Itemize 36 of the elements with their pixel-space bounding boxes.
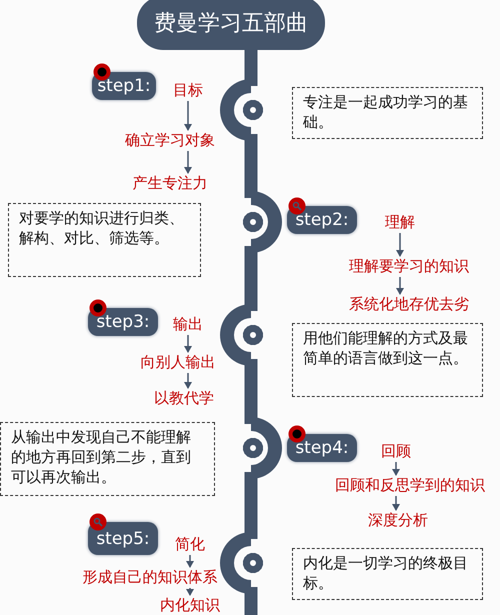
arrow	[396, 277, 404, 295]
arrow	[392, 462, 400, 476]
arrow	[186, 588, 194, 596]
step-label: step1:	[92, 72, 156, 100]
step-text: 简化	[175, 535, 205, 554]
step-text: 回顾	[381, 442, 411, 461]
arrow	[184, 373, 192, 389]
arrow	[186, 555, 194, 568]
note-box: 用他们能理解的方式及最简单的语言做到这一点。	[292, 323, 483, 397]
arrow	[184, 101, 192, 131]
step-text: 确立学习对象	[125, 131, 215, 150]
note-box: 内化是一切学习的终极目标。	[292, 548, 483, 600]
note-box: 从输出中发现自己不能理解的地方再回到第二步，直到可以再次输出。	[0, 422, 215, 496]
arrow	[396, 233, 404, 257]
note-box: 专注是一起成功学习的基础。	[292, 87, 483, 139]
step-text: 回顾和反思学到的知识	[335, 476, 485, 495]
step-text: 输出	[173, 315, 203, 334]
step-label: step4:	[287, 434, 357, 462]
step-label: step3:	[88, 308, 158, 336]
step-text: 以教代学	[154, 389, 214, 408]
step-text: 理解	[385, 213, 415, 232]
step-label: step2:	[287, 206, 357, 234]
step-text: 内化知识	[160, 596, 220, 615]
arrow	[392, 496, 400, 511]
step-text: 系统化地存优去劣	[349, 295, 469, 314]
step-label: step5:	[88, 522, 158, 555]
note-box: 对要学的知识进行归类、解构、对比、筛选等。	[8, 203, 201, 277]
arrow	[184, 151, 192, 174]
title-banner: 费曼学习五部曲	[137, 0, 325, 50]
step-text: 目标	[173, 81, 203, 100]
arrow	[184, 335, 192, 353]
step-text: 深度分析	[368, 511, 428, 530]
step-text: 形成自己的知识体系	[82, 568, 218, 587]
step-text: 理解要学习的知识	[349, 257, 469, 276]
step-text: 向别人输出	[140, 353, 216, 372]
step-text: 产生专注力	[132, 174, 208, 193]
